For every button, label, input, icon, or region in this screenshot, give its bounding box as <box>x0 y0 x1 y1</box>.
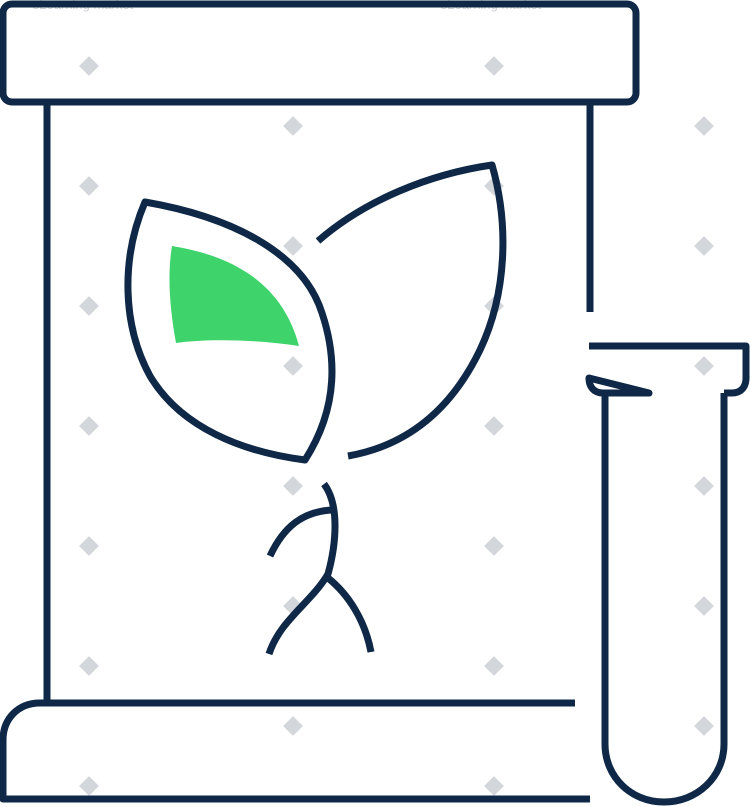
test-tube-rim <box>585 342 750 397</box>
watermark-diamonds <box>79 56 714 796</box>
watermark-layer: eLearning market eLearning market eLearn… <box>32 0 714 796</box>
scroll-icon <box>0 0 640 803</box>
scroll-bottom-curl <box>0 699 590 803</box>
leaf-left-icon <box>124 198 336 464</box>
plant-sprout-icon <box>124 161 507 656</box>
root-branch-lower <box>325 575 375 653</box>
leaf-right-icon <box>315 161 507 460</box>
leaf-highlight <box>169 246 299 346</box>
test-tube-body <box>601 393 728 806</box>
plant-stem <box>265 481 339 656</box>
test-tube-icon <box>585 342 750 806</box>
root-branch-upper <box>266 506 332 558</box>
scroll-top-roll <box>0 0 640 106</box>
